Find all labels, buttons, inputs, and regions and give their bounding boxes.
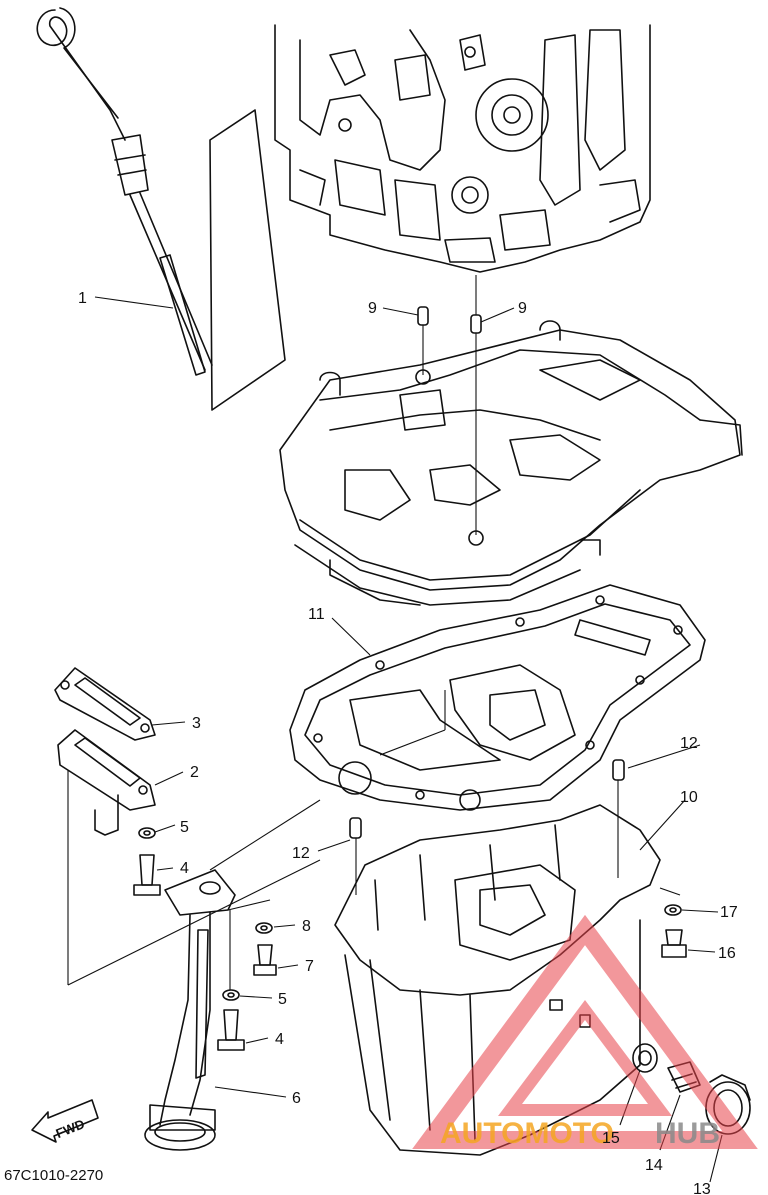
callout-14: 14 [645, 1157, 663, 1174]
oil-strainer [144, 869, 236, 1151]
engine-block [274, 24, 651, 273]
watermark-brand-b: HUB [655, 1117, 720, 1150]
callout-5b: 5 [278, 991, 287, 1008]
callout-4a: 4 [180, 860, 189, 877]
dowel-pins [417, 275, 482, 535]
callout-6: 6 [292, 1090, 301, 1107]
callout-8: 8 [302, 918, 311, 935]
fwd-label: FWD [54, 1116, 87, 1141]
callout-13: 13 [693, 1181, 711, 1195]
callout-10: 10 [680, 789, 698, 806]
watermark-logo [412, 914, 758, 1149]
fwd-arrow: FWD [31, 1099, 99, 1143]
gasket [289, 584, 706, 811]
callout-12b: 12 [292, 845, 310, 862]
fasteners [133, 827, 687, 1051]
leader-lines [67, 296, 723, 1183]
callout-5a: 5 [180, 819, 189, 836]
callout-11: 11 [308, 606, 325, 623]
callout-numbers: 1 2 3 4 4 5 5 6 7 8 9 9 10 11 12 12 13 1… [78, 290, 738, 1195]
callout-9a: 9 [368, 300, 377, 317]
callout-4b: 4 [275, 1031, 284, 1048]
watermark-brand-a: AUTOMOTO [440, 1117, 614, 1150]
exhaust-guide [279, 320, 743, 606]
callout-15: 15 [602, 1130, 620, 1147]
callout-12a: 12 [680, 735, 698, 752]
dipstick [36, 7, 286, 411]
callout-1: 1 [78, 290, 87, 307]
callout-3: 3 [192, 715, 201, 732]
callout-7: 7 [305, 958, 314, 975]
strainer-cover [54, 667, 156, 836]
callout-2: 2 [190, 764, 199, 781]
callout-9b: 9 [518, 300, 527, 317]
dowel-pins-12 [349, 759, 625, 839]
drawing-code: 67C1010-2270 [4, 1167, 103, 1184]
callout-16: 16 [718, 945, 736, 962]
callout-17: 17 [720, 904, 738, 921]
